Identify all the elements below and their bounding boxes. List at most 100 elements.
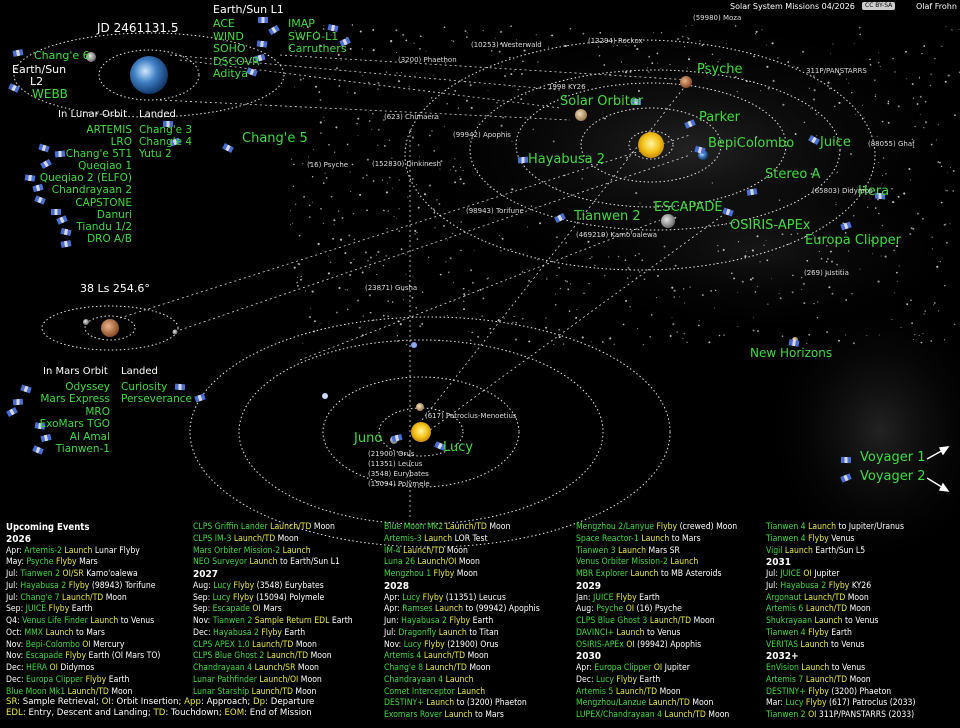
- l1-mission-soho[interactable]: SOHO: [213, 42, 246, 55]
- lucy-label[interactable]: Lucy: [443, 440, 474, 455]
- asteroid-dot: [559, 287, 562, 290]
- juno-label[interactable]: Juno: [354, 431, 383, 446]
- mars-orbiter-mars-express[interactable]: Mars Express: [40, 393, 110, 406]
- lunar-orbiter-queqiao-1[interactable]: Queqiao 1: [78, 160, 132, 173]
- asteroid-dot: [763, 244, 765, 246]
- event-month: Jul:: [6, 569, 18, 579]
- asteroid-dot: [414, 229, 417, 232]
- stereo-a-label[interactable]: Stereo A: [765, 167, 821, 182]
- asteroid-dot: [626, 156, 628, 159]
- change5-label[interactable]: Chang'e 5: [242, 131, 308, 146]
- phobos-icon: [83, 319, 89, 325]
- asteroid-dot: [891, 200, 895, 204]
- julian-date: JD 2461131.5: [97, 21, 179, 35]
- event-mission: Artemis-2: [24, 545, 62, 556]
- asteroid-dot: [427, 256, 430, 258]
- voyager1-label[interactable]: Voyager 1: [860, 450, 926, 465]
- mars-orbiter-odyssey[interactable]: Odyssey: [65, 381, 110, 393]
- l1-mission-imap[interactable]: IMAP: [288, 17, 315, 30]
- asteroid-dot: [511, 140, 513, 142]
- osiris-apex-label[interactable]: OSIRIS-APEx: [730, 218, 811, 233]
- lunar-orbiter-capstone[interactable]: CAPSTONE: [75, 196, 132, 209]
- mars-lander-curiosity[interactable]: Curiosity: [121, 381, 168, 393]
- asteroid-dot: [390, 39, 393, 43]
- lunar-lander-chang-e-3[interactable]: Chang'e 3: [139, 124, 193, 136]
- new-horizons-label[interactable]: New Horizons: [750, 346, 833, 360]
- change6-label[interactable]: Chang'e 6: [34, 49, 90, 62]
- mars-orbiter-al-amal[interactable]: Al Amal: [69, 430, 110, 443]
- asteroid-dot: [701, 64, 703, 66]
- event-action: Flyby: [828, 580, 850, 591]
- lunar-orbiter-danuri[interactable]: Danuri: [96, 208, 132, 221]
- lunar-orbiter-artemis[interactable]: ARTEMIS: [86, 124, 132, 136]
- hayabusa2-label[interactable]: Hayabusa 2: [528, 152, 606, 167]
- asteroid-dot: [940, 201, 943, 204]
- voyager2-label[interactable]: Voyager 2: [860, 469, 926, 484]
- l1-mission-carruthers[interactable]: Carruthers: [288, 42, 347, 55]
- lunar-orbiter-lro[interactable]: LRO: [110, 136, 132, 149]
- event-mission: IM-4: [384, 545, 401, 556]
- asteroid-dot: [724, 224, 725, 226]
- asteroid-dot: [442, 224, 446, 227]
- lunar-orbiter-chang-e-5t1[interactable]: Chang'e 5T1: [65, 148, 132, 161]
- asteroid-dot: [765, 240, 767, 242]
- psyche-label[interactable]: Psyche: [697, 62, 743, 77]
- event-row: Chandrayaan 4 Launch/SR Moon: [193, 663, 353, 675]
- events-year-heading: 2030: [576, 651, 602, 663]
- asteroid-dot: [875, 93, 877, 95]
- l1-mission-ace[interactable]: ACE: [213, 17, 235, 30]
- mars-orbiter-mro[interactable]: MRO: [85, 405, 110, 418]
- asteroid-dot: [876, 135, 878, 137]
- lunar-orbiter-chandrayaan-2[interactable]: Chandrayaan 2: [51, 184, 132, 197]
- l1-mission-aditya[interactable]: Aditya: [213, 67, 248, 80]
- asteroid-dot: [306, 26, 309, 29]
- asteroid-dot: [855, 113, 857, 115]
- event-row: Sep: JUICE Flyby Earth: [6, 604, 160, 616]
- hera-label[interactable]: Hera: [858, 184, 890, 199]
- lunar-orbiter-tiandu-1-2[interactable]: Tiandu 1/2: [76, 220, 132, 233]
- asteroid-dot: [349, 171, 351, 173]
- lunar-orbiter-dro-a-b[interactable]: DRO A/B: [87, 232, 132, 245]
- europa-clipper-label[interactable]: Europa Clipper: [805, 233, 901, 248]
- juice-label[interactable]: Juice: [820, 135, 851, 150]
- license-badge[interactable]: CC BY-SA: [862, 2, 896, 10]
- event-month: Apr:: [576, 663, 592, 673]
- mars-orbiter-exomars-tgo[interactable]: ExoMars TGO: [39, 418, 110, 431]
- event-row: Artemis 5 Launch/TD Moon: [576, 687, 737, 699]
- asteroid-dot: [387, 210, 390, 212]
- solar-orbiter-label[interactable]: Solar Orbiter: [560, 94, 644, 109]
- mars-lander-perseverance[interactable]: Perseverance: [121, 393, 192, 406]
- asteroid-dot: [674, 264, 677, 267]
- event-target: Moon: [297, 663, 319, 673]
- event-row: LUPEX/Chandrayaan 4 Launch/TD Moon: [576, 710, 737, 722]
- l1-mission-swfo-l1[interactable]: SWFO-L1: [288, 29, 339, 43]
- asteroid-dot: [481, 315, 484, 317]
- event-mission: Hayabusa 2: [20, 580, 67, 591]
- asteroid-dot: [482, 297, 485, 300]
- asteroid-dot: [322, 182, 325, 184]
- l1-mission-dscovr[interactable]: DSCOVR: [213, 54, 260, 68]
- asteroid-dot: [471, 281, 474, 284]
- lunar-lander-chang-e-4[interactable]: Chang'e 4: [139, 136, 193, 149]
- lunar-orbiter-queqiao-2-elfo[interactable]: Queqiao 2 (ELFO): [39, 172, 132, 185]
- asteroid-dot: [298, 234, 301, 237]
- asteroid-dot: [388, 176, 391, 179]
- webb-label[interactable]: WEBB: [32, 87, 68, 101]
- asteroid-dot: [396, 335, 399, 337]
- asteroid-dot: [309, 216, 311, 218]
- tianwen2-label[interactable]: Tianwen 2: [574, 209, 641, 224]
- parker-label[interactable]: Parker: [699, 110, 740, 125]
- mars-orbiter-tianwen-1[interactable]: Tianwen-1: [55, 443, 110, 456]
- bepicolombo-label[interactable]: BepiColombo: [708, 136, 795, 151]
- asteroid-dot: [562, 343, 565, 345]
- event-month: Jul:: [766, 569, 778, 579]
- asteroid-dot: [400, 71, 402, 74]
- event-row: Lunar Pathfinder Launch/OI Moon: [193, 675, 353, 687]
- event-action: Launch: [64, 545, 93, 556]
- asteroid-dot: [558, 328, 561, 331]
- l1-mission-wind[interactable]: WIND: [213, 29, 244, 43]
- lunar-lander-yutu-2[interactable]: Yutu 2: [139, 148, 172, 161]
- event-target: to Jupiter/Uranus: [838, 522, 904, 532]
- escapade-label[interactable]: ESCAPADE: [654, 200, 723, 215]
- asteroid-dot: [767, 303, 769, 305]
